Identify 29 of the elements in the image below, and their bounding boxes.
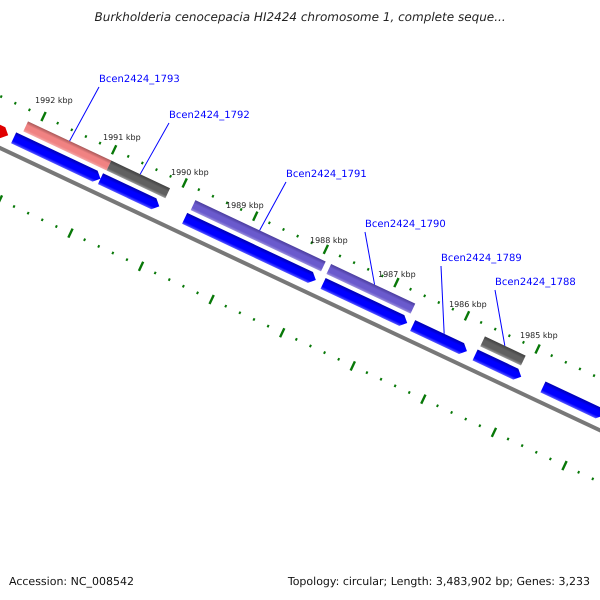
scale-label: 1989 kbp — [226, 201, 264, 211]
footer-text: Accession: NC_008542 — [9, 575, 134, 588]
gene-feature — [472, 350, 522, 380]
leader-line — [140, 122, 170, 175]
leader-line — [440, 266, 445, 334]
gene-label: Bcen2424_1789 — [441, 253, 522, 265]
title: Burkholderia cenocepacia HI2424 chromosome 1, complete seque... — [94, 10, 506, 24]
gene-label: Bcen2424_1788 — [495, 277, 576, 289]
gene-label: Bcen2424_1792 — [169, 110, 250, 122]
gene-feature — [11, 132, 100, 182]
scale-label: 1992 kbp — [35, 96, 73, 106]
leader-line — [494, 290, 506, 346]
gene-feature — [540, 381, 600, 418]
leader-line — [69, 86, 100, 142]
gene-label: Bcen2424_1793 — [99, 74, 180, 86]
gene-label: Bcen2424_1791 — [286, 169, 367, 181]
gene-feature — [320, 278, 408, 326]
scale-label: 1988 kbp — [310, 236, 348, 246]
gene-feature — [98, 173, 160, 210]
leader-line — [259, 182, 286, 231]
gene-label: Bcen2424_1790 — [365, 219, 446, 231]
gene-feature — [410, 320, 467, 354]
scale-label: 1987 kbp — [378, 270, 416, 280]
scale-label: 1990 kbp — [171, 168, 209, 178]
leader-line — [364, 232, 376, 285]
scale-label: 1986 kbp — [449, 300, 487, 310]
scale-label: 1985 kbp — [520, 331, 558, 341]
footer-text: Topology: circular; Length: 3,483,902 bp; Genes: 3,233 — [288, 575, 590, 588]
scale-label: 1991 kbp — [103, 133, 141, 143]
